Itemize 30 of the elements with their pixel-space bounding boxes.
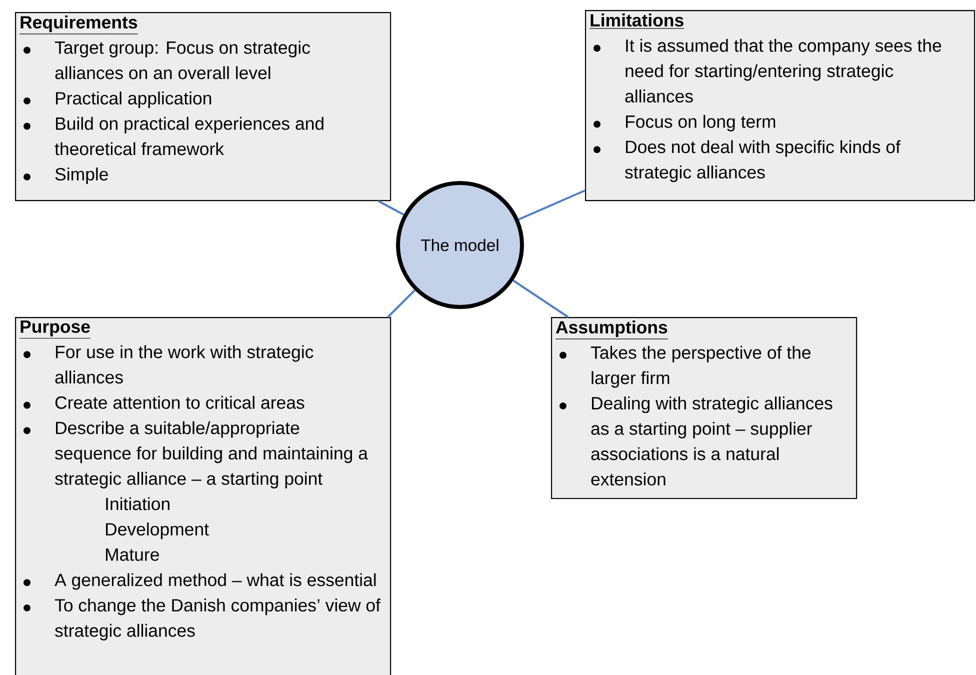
box-heading: Purpose: [19, 320, 91, 339]
bullet-item: It is assumed that the company sees the need for starting/entering strategic alliances: [625, 38, 942, 103]
connector-line: [387, 290, 416, 318]
bullet-item: Target group: Focus on strategic alliances on an overall level: [54, 40, 310, 80]
bullet-item: To change the Danish companies’ view of strategic alliances: [54, 598, 380, 640]
bullet-item: Takes the perspective of the larger firm: [590, 346, 811, 388]
bullet-item: Practical application: [56, 92, 212, 108]
bullet-item: Describe a suitable/appropriate sequence for building and maintaining a strategic alliance – a starting point: [55, 421, 368, 488]
sub-item: Initiation: [106, 497, 170, 510]
connector-line: [378, 200, 404, 216]
bullet-item: Simple: [55, 168, 108, 184]
box-heading: Assumptions: [555, 320, 668, 340]
sub-item: Development: [106, 522, 209, 540]
box-heading: Requirements: [19, 16, 138, 34]
bullet-item: Does not deal with specific kinds of strategic alliances: [625, 140, 900, 182]
bullet-item: A generalized method – what is essential: [54, 573, 376, 590]
bullet-item: Create attention to critical areas: [55, 396, 304, 409]
circle-node: The model: [396, 181, 524, 309]
text-box: [585, 10, 976, 202]
text-box: [551, 317, 858, 500]
connector-line: [518, 190, 586, 220]
bullet-item: Focus on long term: [626, 114, 776, 132]
text-box: [15, 12, 392, 202]
bullet-item: Build on practical experiences and theoretical framework: [54, 116, 324, 156]
bullet-item: Dealing with strategic alliances as a starting point – supplier associations is a natural extension: [591, 396, 832, 486]
box-heading: Limitations: [589, 14, 684, 29]
sub-item: Mature: [106, 548, 159, 561]
text-box: [15, 317, 392, 675]
connector-line: [512, 280, 569, 318]
bullet-item: For use in the work with strategic alliances: [55, 345, 314, 384]
